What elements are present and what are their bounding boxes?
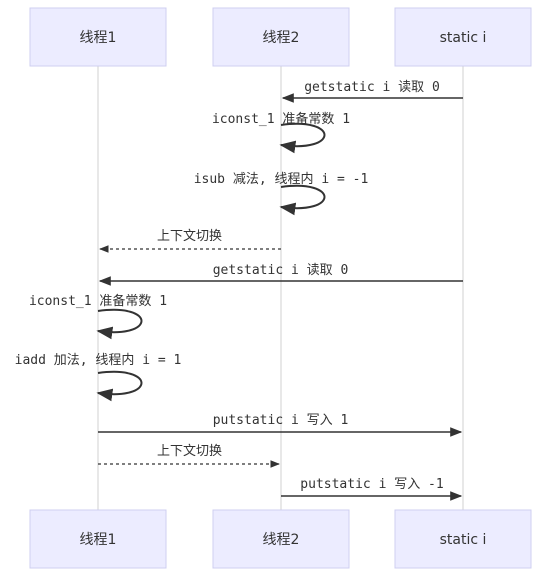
actor-label-static-i-top: static i [440, 30, 487, 46]
message-3: isub 减法, 线程内 i = -1 [194, 171, 369, 216]
self-loop-arrow [96, 370, 143, 402]
lifelines [97, 66, 464, 510]
actor-box-thread-1-bottom [29, 509, 167, 569]
message-7: iadd 加法, 线程内 i = 1 [15, 352, 182, 402]
message-4: 上下文切换 [99, 229, 281, 253]
actor-box-static-i-bottom [394, 509, 532, 569]
message-label: putstatic i 写入 -1 [300, 477, 443, 492]
actor-box-thread-2-top [212, 7, 350, 67]
message-label: 上下文切换 [157, 444, 222, 459]
self-loop-arrow [279, 184, 326, 216]
message-label: iadd 加法, 线程内 i = 1 [15, 352, 182, 368]
self-loop-arrow [96, 308, 143, 340]
message-9: 上下文切换 [98, 444, 280, 468]
actor-label-thread-1-top: 线程1 [80, 30, 117, 46]
message-label: isub 减法, 线程内 i = -1 [194, 171, 369, 187]
actor-label-thread-2-bottom: 线程2 [263, 532, 300, 548]
message-label: iconst_1 准备常数 1 [212, 111, 350, 127]
actor-box-static-i-top [394, 7, 532, 67]
actor-label-thread-2-top: 线程2 [263, 30, 300, 46]
message-label: 上下文切换 [157, 229, 222, 244]
actors: 线程1 线程1 线程2 线程2 static i static i [29, 7, 532, 569]
message-label: getstatic i 读取 0 [304, 80, 440, 95]
actor-box-thread-2-bottom [212, 509, 350, 569]
message-10: putstatic i 写入 -1 [281, 477, 463, 501]
self-loop-arrow [279, 122, 326, 154]
message-label: getstatic i 读取 0 [213, 263, 349, 278]
actor-label-thread-1-bottom: 线程1 [80, 532, 117, 548]
message-label: putstatic i 写入 1 [213, 413, 349, 428]
actor-box-thread-1-top [29, 7, 167, 67]
actor-label-static-i-bottom: static i [440, 532, 487, 548]
message-5: getstatic i 读取 0 [98, 263, 463, 286]
message-label: iconst_1 准备常数 1 [29, 293, 167, 309]
message-2: iconst_1 准备常数 1 [212, 111, 350, 154]
message-6: iconst_1 准备常数 1 [29, 293, 167, 340]
message-8: putstatic i 写入 1 [98, 413, 463, 437]
messages: getstatic i 读取 0 iconst_1 准备常数 1 isub 减法, … [15, 80, 463, 501]
message-1: getstatic i 读取 0 [281, 80, 463, 103]
